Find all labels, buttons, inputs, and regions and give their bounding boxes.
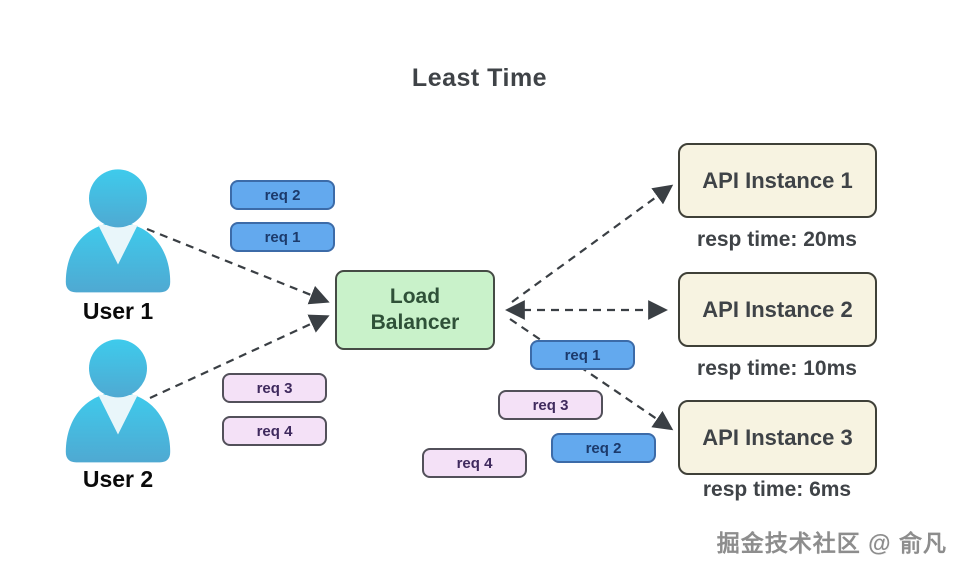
- api-instance-3-node: API Instance 3: [678, 400, 877, 475]
- api-instance-3-resp-time: resp time: 6ms: [702, 478, 852, 501]
- api-instance-1-resp-time: resp time: 20ms: [697, 228, 857, 251]
- watermark: 掘金技术社区 @ 俞凡: [716, 530, 947, 556]
- page-title: Least Time: [411, 64, 548, 92]
- load-balancer-label-line2: Balancer: [370, 311, 460, 334]
- dispatched-box-req3: req 3: [498, 390, 603, 420]
- user1-label: User 1: [82, 298, 154, 324]
- request-box-req4: req 4: [222, 416, 327, 446]
- user-icon: [65, 169, 171, 293]
- request-box-req3: req 3: [222, 373, 327, 403]
- api-instance-2-resp-time: resp time: 10ms: [697, 357, 857, 380]
- api-instance-2-node: API Instance 2: [678, 272, 877, 347]
- request-box-req2: req 2: [230, 180, 335, 210]
- arrow-user2-to-lb: [149, 314, 330, 399]
- load-balancer-label-line1: Load: [389, 284, 441, 308]
- load-balancer-node: Load Balancer: [335, 270, 495, 350]
- arrow-user1-to-lb: [146, 227, 330, 305]
- arrow-lb-to-instance3: [509, 318, 674, 431]
- dispatched-box-req2: req 2: [551, 433, 656, 463]
- user-icon: [65, 339, 171, 463]
- arrow-lb-to-instance1: [511, 184, 674, 303]
- api-instance-1-node: API Instance 1: [678, 143, 877, 218]
- user2-label: User 2: [82, 466, 154, 492]
- dispatched-box-req1: req 1: [530, 340, 635, 370]
- request-box-req1: req 1: [230, 222, 335, 252]
- dispatched-box-req4: req 4: [422, 448, 527, 478]
